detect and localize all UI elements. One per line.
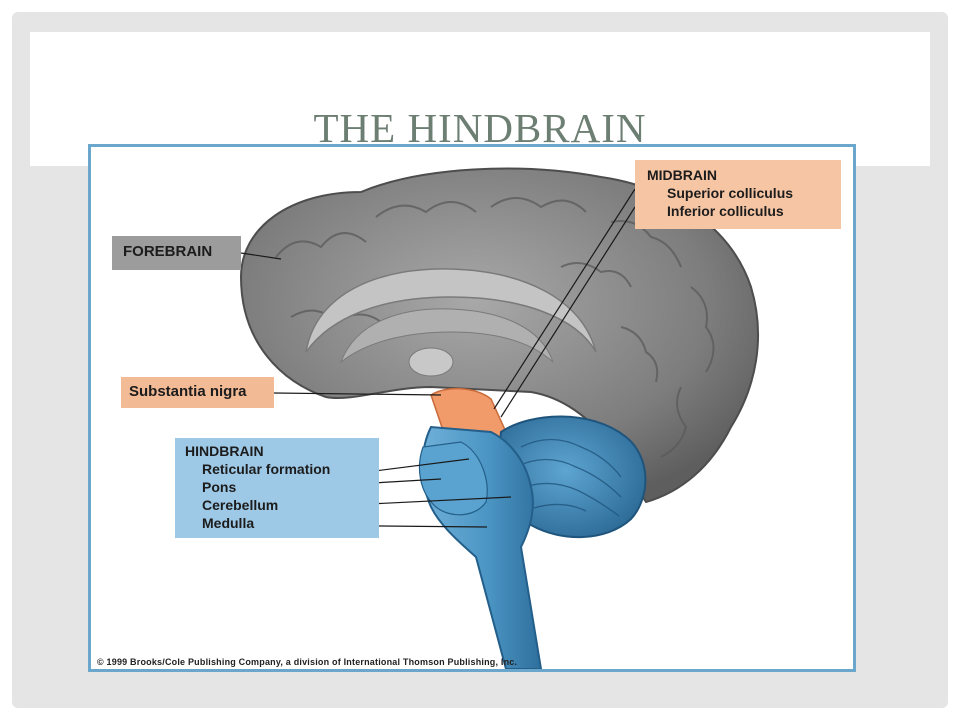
corpus-callosum — [305, 268, 597, 353]
midbrain-heading: MIDBRAIN — [647, 167, 717, 183]
cerebellum-label: Cerebellum — [202, 497, 279, 513]
substantia-nigra-label: Substantia nigra — [129, 383, 247, 400]
inner-arc — [339, 308, 554, 364]
hindbrain-heading: HINDBRAIN — [185, 443, 264, 459]
medulla-label: Medulla — [202, 515, 255, 531]
pons-label: Pons — [202, 479, 237, 495]
slide-title: THE HINDBRAIN — [313, 105, 647, 151]
brain-illustration — [239, 167, 760, 669]
thalamus — [408, 347, 454, 377]
copyright-notice: © 1999 Brooks/Cole Publishing Company, a… — [97, 657, 518, 667]
title-box: THE HINDBRAIN — [30, 32, 930, 166]
forebrain-label-box: FOREBRAIN — [112, 236, 241, 270]
midbrain-label-box: MIDBRAIN Superior colliculus Inferior co… — [635, 160, 841, 229]
reticular-formation-label: Reticular formation — [202, 461, 331, 477]
hindbrain-label-box: HINDBRAIN Reticular formation Pons Cereb… — [175, 438, 379, 538]
cerebellum-folia — [515, 438, 622, 517]
pons-bulge — [418, 441, 488, 516]
forebrain-label: FOREBRAIN — [123, 243, 213, 260]
inferior-colliculus-label: Inferior colliculus — [667, 203, 784, 219]
brain-diagram: FOREBRAIN MIDBRAIN Superior colliculus I… — [88, 144, 856, 672]
substantia-nigra-label-box: Substantia nigra — [121, 377, 274, 408]
gyri-texture — [275, 197, 715, 458]
superior-colliculus-label: Superior colliculus — [667, 185, 794, 201]
